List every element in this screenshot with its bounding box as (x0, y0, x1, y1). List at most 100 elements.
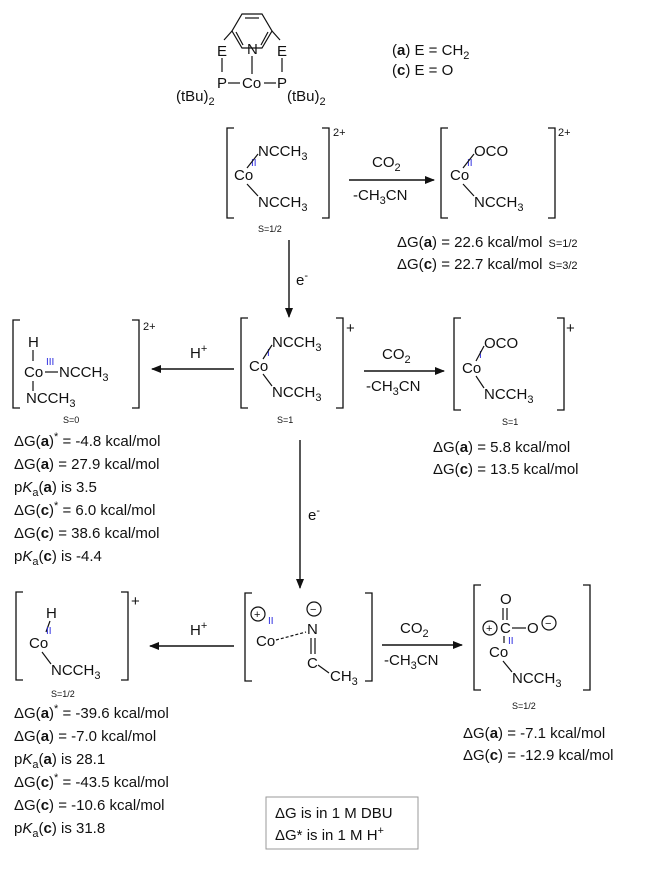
oxidation-state: I (479, 350, 482, 361)
ligand-nccme-upper: NCCH3 (258, 143, 307, 163)
oxidation-state: II (268, 616, 274, 627)
legend-line-dbu: ΔG is in 1 M DBU (275, 805, 393, 822)
ligand-nccme-lower: NCCH3 (26, 390, 75, 410)
pka-line: pKa(c) is 31.8 (14, 820, 105, 840)
reagent-co2: CO2 (382, 346, 411, 366)
energy-line: ΔG(a)* = -4.8 kcal/mol (14, 431, 160, 450)
cobalt-atom: Co (489, 644, 508, 661)
spin-state: S=1 (502, 417, 518, 427)
cobalt-atom: Co (450, 167, 469, 184)
complex-co1-bis-nccme: + Co I NCCH3 NCCH3 S=1 (240, 317, 355, 425)
ligand-oco: OCO (474, 143, 508, 160)
hydride-atom: H (28, 334, 39, 351)
complex-co2-bis-nccme: 2+ Co II NCCH3 NCCH3 S=1/2 (226, 127, 346, 234)
carboxyl-carbon: C (500, 620, 511, 637)
spin-state: S=1/2 (51, 689, 75, 699)
cobalt-atom: Co (29, 635, 48, 652)
positive-charge: + (254, 609, 260, 621)
ligand-oco: OCO (484, 335, 518, 352)
pka-line: pKa(c) is -4.4 (14, 548, 102, 568)
ligand-definitions: (a) E = CH2 (c) E = O (392, 42, 469, 79)
ligand-N: N (247, 41, 258, 58)
ligand-nccme: NCCH3 (474, 194, 523, 214)
complex-co2-adduct-2: + Co I OCO NCCH3 S=1 (453, 317, 575, 427)
legend-line-acid: ΔG* is in 1 M H+ (275, 825, 384, 844)
energy-line: ΔG(a) = -7.0 kcal/mol (14, 728, 156, 745)
hydride-atom: H (46, 605, 57, 622)
spin-state: S=0 (63, 415, 79, 425)
energy-line: ΔG(c)* = -43.5 kcal/mol (14, 772, 169, 791)
reagent-co2: CO2 (372, 154, 401, 174)
oxidation-state: III (46, 357, 54, 368)
ligand-nccme: NCCH3 (512, 670, 561, 690)
reagent-proton: H+ (190, 343, 207, 362)
carbonyl-oxygen: O (500, 591, 512, 608)
energy-line: ΔG(a)* = -39.6 kcal/mol (14, 703, 169, 722)
oxidation-state: II (467, 158, 473, 169)
oxidation-state: I (267, 348, 270, 359)
reagent-loss-ch3cn: -CH3CN (384, 652, 438, 672)
cobalt-atom: Co (249, 358, 268, 375)
ligand-nccme-lower: NCCH3 (272, 384, 321, 404)
pincer-ligand: E E N P P Co (tBu)2 (tBu)2 (176, 13, 326, 108)
cobalt-atom: Co (234, 167, 253, 184)
energy-line: ΔG(c) = 38.6 kcal/mol (14, 525, 160, 542)
cobalt-atom: Co (24, 364, 43, 381)
ligand-P-left: P (217, 75, 227, 92)
ligand-Co: Co (242, 75, 261, 92)
ligand-tBu-right: (tBu)2 (287, 88, 326, 108)
charge-plus: + (131, 593, 140, 610)
charge-2plus: 2+ (143, 321, 156, 333)
carboxyl-oxygen: O (527, 620, 539, 637)
pka-line: pKa(a) is 28.1 (14, 751, 105, 771)
reagent-loss-ch3cn: -CH3CN (353, 187, 407, 207)
ligand-nccme: NCCH3 (51, 662, 100, 682)
reagent-electron: e- (296, 270, 308, 289)
energy-line: ΔG(c) = -10.6 kcal/mol (14, 797, 165, 814)
complex-co-eta1-nitrile: + II Co N − C CH3 (244, 592, 373, 688)
charge-2plus: 2+ (333, 127, 346, 139)
pka-line: pKa(a) is 3.5 (14, 479, 97, 499)
energy-line: ΔG(a) = 27.9 kcal/mol (14, 456, 160, 473)
complex-co2-adduct-1: 2+ Co II OCO NCCH3 (440, 127, 571, 219)
ligand-nccme-lower: NCCH3 (258, 194, 307, 214)
spin-state: S=1/2 (258, 224, 282, 234)
complex-co2-hydride: + H Co II NCCH3 S=1/2 (15, 591, 140, 699)
legend-box: ΔG is in 1 M DBU ΔG* is in 1 M H+ (265, 796, 419, 850)
negative-charge: − (545, 618, 551, 630)
energy-line: ΔG(a) = 5.8 kcal/mol (433, 439, 570, 456)
oxidation-state: II (46, 626, 52, 637)
energy-line: ΔG(c)* = 6.0 kcal/mol (14, 500, 155, 519)
ligand-E-right: E (277, 43, 287, 60)
reagent-electron: e- (308, 505, 320, 524)
charge-plus: + (346, 320, 355, 337)
positive-charge-circle (482, 620, 498, 636)
definition-c: (c) E = O (392, 62, 453, 79)
ligand-nccme-upper: NCCH3 (272, 334, 321, 354)
positive-charge: + (486, 623, 492, 635)
cobalt-atom: Co (256, 633, 275, 650)
methyl-group: CH3 (330, 668, 358, 688)
energy-line: ΔG(a) = -7.1 kcal/mol (463, 725, 605, 742)
ligand-P-right: P (277, 75, 287, 92)
oxidation-state: II (508, 636, 514, 647)
complex-carboxylate: O C O − + II Co NCCH3 S=1/2 (473, 584, 591, 711)
energy-line: ΔG(c) = 13.5 kcal/mol (433, 461, 579, 478)
charge-plus: + (566, 320, 575, 337)
ligand-tBu-left: (tBu)2 (176, 88, 215, 108)
imine-carbon: C (307, 655, 318, 672)
energies-bottom-right: ΔG(a) = -7.1 kcal/mol ΔG(c) = -12.9 kcal… (463, 725, 614, 764)
definition-a: (a) E = CH2 (392, 42, 469, 62)
energies-mid-right: ΔG(a) = 5.8 kcal/mol ΔG(c) = 13.5 kcal/m… (433, 439, 579, 478)
energy-line: ΔG(c) = -12.9 kcal/mol (463, 747, 614, 764)
reagent-co2: CO2 (400, 620, 429, 640)
negative-charge-circle (541, 615, 557, 631)
energies-mid-left: ΔG(a)* = -4.8 kcal/mol ΔG(a) = 27.9 kcal… (14, 431, 160, 568)
charge-2plus: 2+ (558, 127, 571, 139)
negative-charge: − (310, 604, 316, 616)
ligand-E-left: E (217, 43, 227, 60)
